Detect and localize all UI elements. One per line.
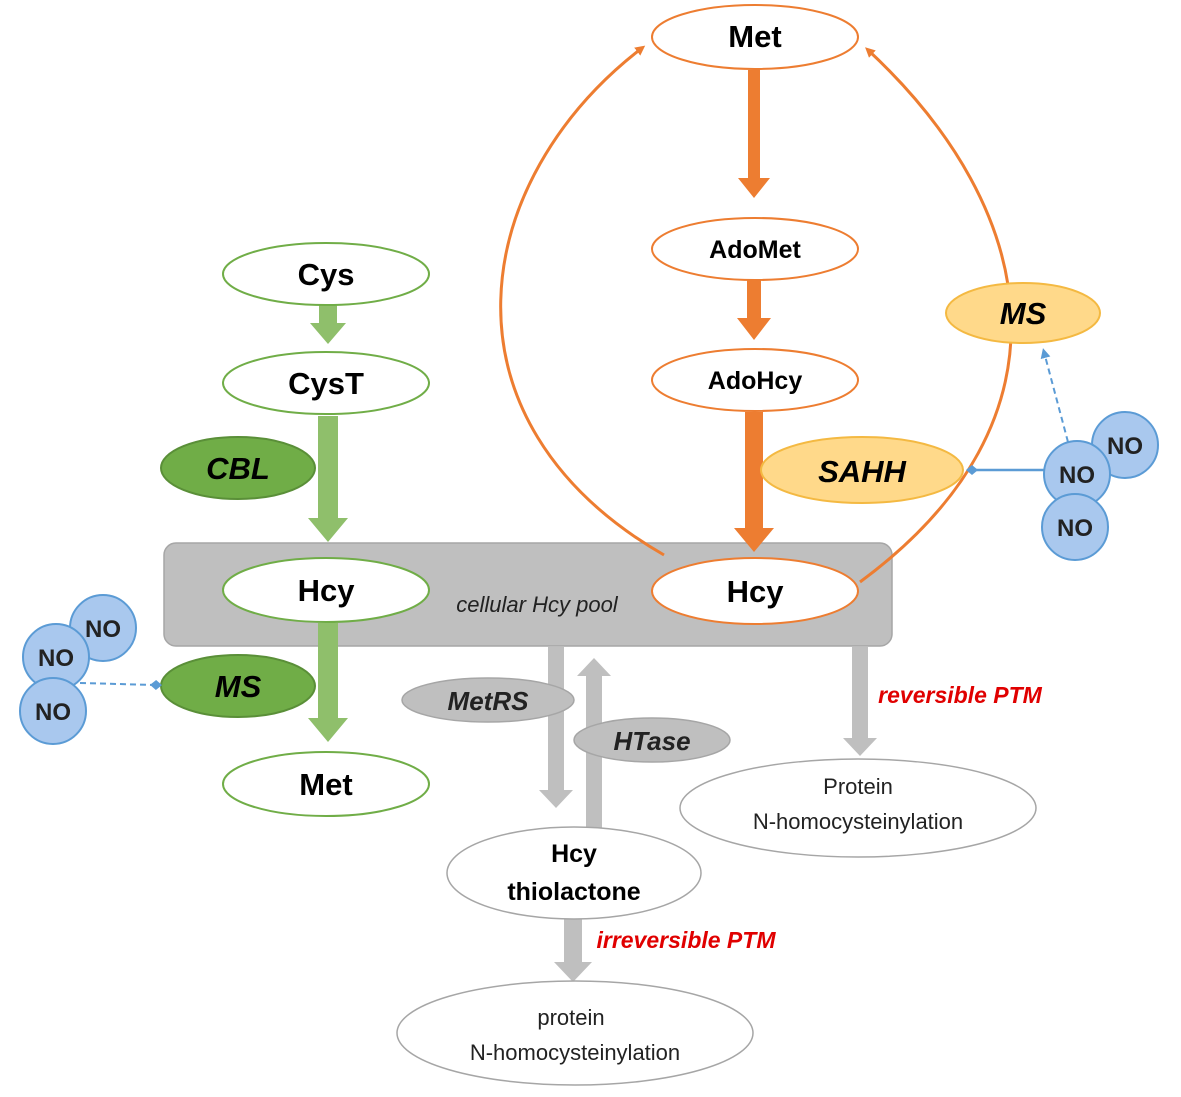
no-inhibition-ms-left: [79, 680, 162, 690]
thiolactone-path: MetRS HTase Hcy thiolactone irreversible…: [396, 647, 1043, 1086]
ms-label-left: MS: [215, 669, 262, 704]
adomet-label: AdoMet: [709, 236, 801, 264]
no-effect-ms-right: [1040, 348, 1069, 443]
no-molecule: [1041, 493, 1109, 561]
met-label-right: Met: [728, 19, 781, 54]
adohcy-to-hcy-arrow: [734, 412, 774, 552]
adohcy-node: [651, 348, 859, 412]
cys-node: [222, 242, 430, 306]
cys-label: Cys: [298, 257, 355, 292]
metrs-arrow-down: [539, 647, 573, 808]
reversible-ptm-label: reversible PTM: [878, 682, 1042, 708]
reversible-ptm-arrow: [843, 647, 877, 756]
protein-bottom-line1: protein: [537, 1005, 604, 1030]
thiolactone-label-line1: Hcy: [551, 840, 597, 868]
pool-label: cellular Hcy pool: [456, 592, 619, 617]
no-molecule: [19, 677, 87, 745]
hcy-label-left: Hcy: [298, 573, 356, 608]
no-label: NO: [38, 645, 74, 672]
thiolactone-to-protein-arrow: [554, 918, 592, 982]
protein-right-line2: N-homocysteinylation: [753, 809, 963, 834]
ms-enzyme-right: [945, 282, 1101, 344]
no-cluster-left: NO NO NO: [19, 594, 162, 745]
hcy-to-met-left-arrow: [499, 45, 665, 557]
met-node-right: [651, 4, 859, 70]
no-label: NO: [35, 699, 71, 726]
adohcy-label: AdoHcy: [708, 367, 803, 395]
ms-label-right: MS: [1000, 296, 1047, 331]
hcy-node-left: [222, 557, 430, 623]
cyst-node: [222, 351, 430, 415]
cbl-enzyme: [160, 436, 316, 500]
no-label: NO: [1059, 462, 1095, 489]
htase-label: HTase: [613, 726, 690, 756]
met-node-left: [222, 751, 430, 817]
htase-enzyme: [573, 717, 731, 763]
cyst-label: CysT: [288, 366, 364, 401]
irreversible-ptm-label: irreversible PTM: [597, 927, 777, 953]
metrs-enzyme: [401, 677, 575, 723]
no-label: NO: [1057, 515, 1093, 542]
protein-node-bottom: [396, 980, 754, 1086]
methionine-cycle: Met AdoMet AdoHcy SAHH Hcy MS: [499, 4, 1101, 625]
hcy-node-right: [651, 557, 859, 625]
adomet-node: [651, 217, 859, 281]
hcy-thiolactone-node: [446, 826, 702, 920]
transsulfuration-path: Cys CysT CBL Hcy MS Met: [160, 242, 430, 817]
protein-right-line1: Protein: [823, 774, 893, 799]
no-label: NO: [85, 616, 121, 643]
protein-node-right: [679, 758, 1037, 858]
no-cluster-right: NO NO NO: [966, 348, 1159, 561]
met-label-left: Met: [299, 767, 352, 802]
cbl-label: CBL: [206, 451, 270, 486]
protein-bottom-line2: N-homocysteinylation: [470, 1040, 680, 1065]
adomet-to-adohcy-arrow: [737, 280, 771, 340]
metrs-label: MetRS: [448, 686, 530, 716]
cys-to-cyst-arrow: [310, 305, 346, 344]
hcy-label-right: Hcy: [727, 574, 785, 609]
cyst-to-hcy-arrow: [308, 416, 348, 542]
thiolactone-label-line2: thiolactone: [507, 878, 640, 906]
sahh-enzyme: [760, 436, 964, 504]
no-label: NO: [1107, 433, 1143, 460]
met-to-adomet-arrow: [738, 70, 770, 198]
hcy-to-met-arrow-left: [308, 623, 348, 742]
sahh-label: SAHH: [818, 454, 906, 489]
